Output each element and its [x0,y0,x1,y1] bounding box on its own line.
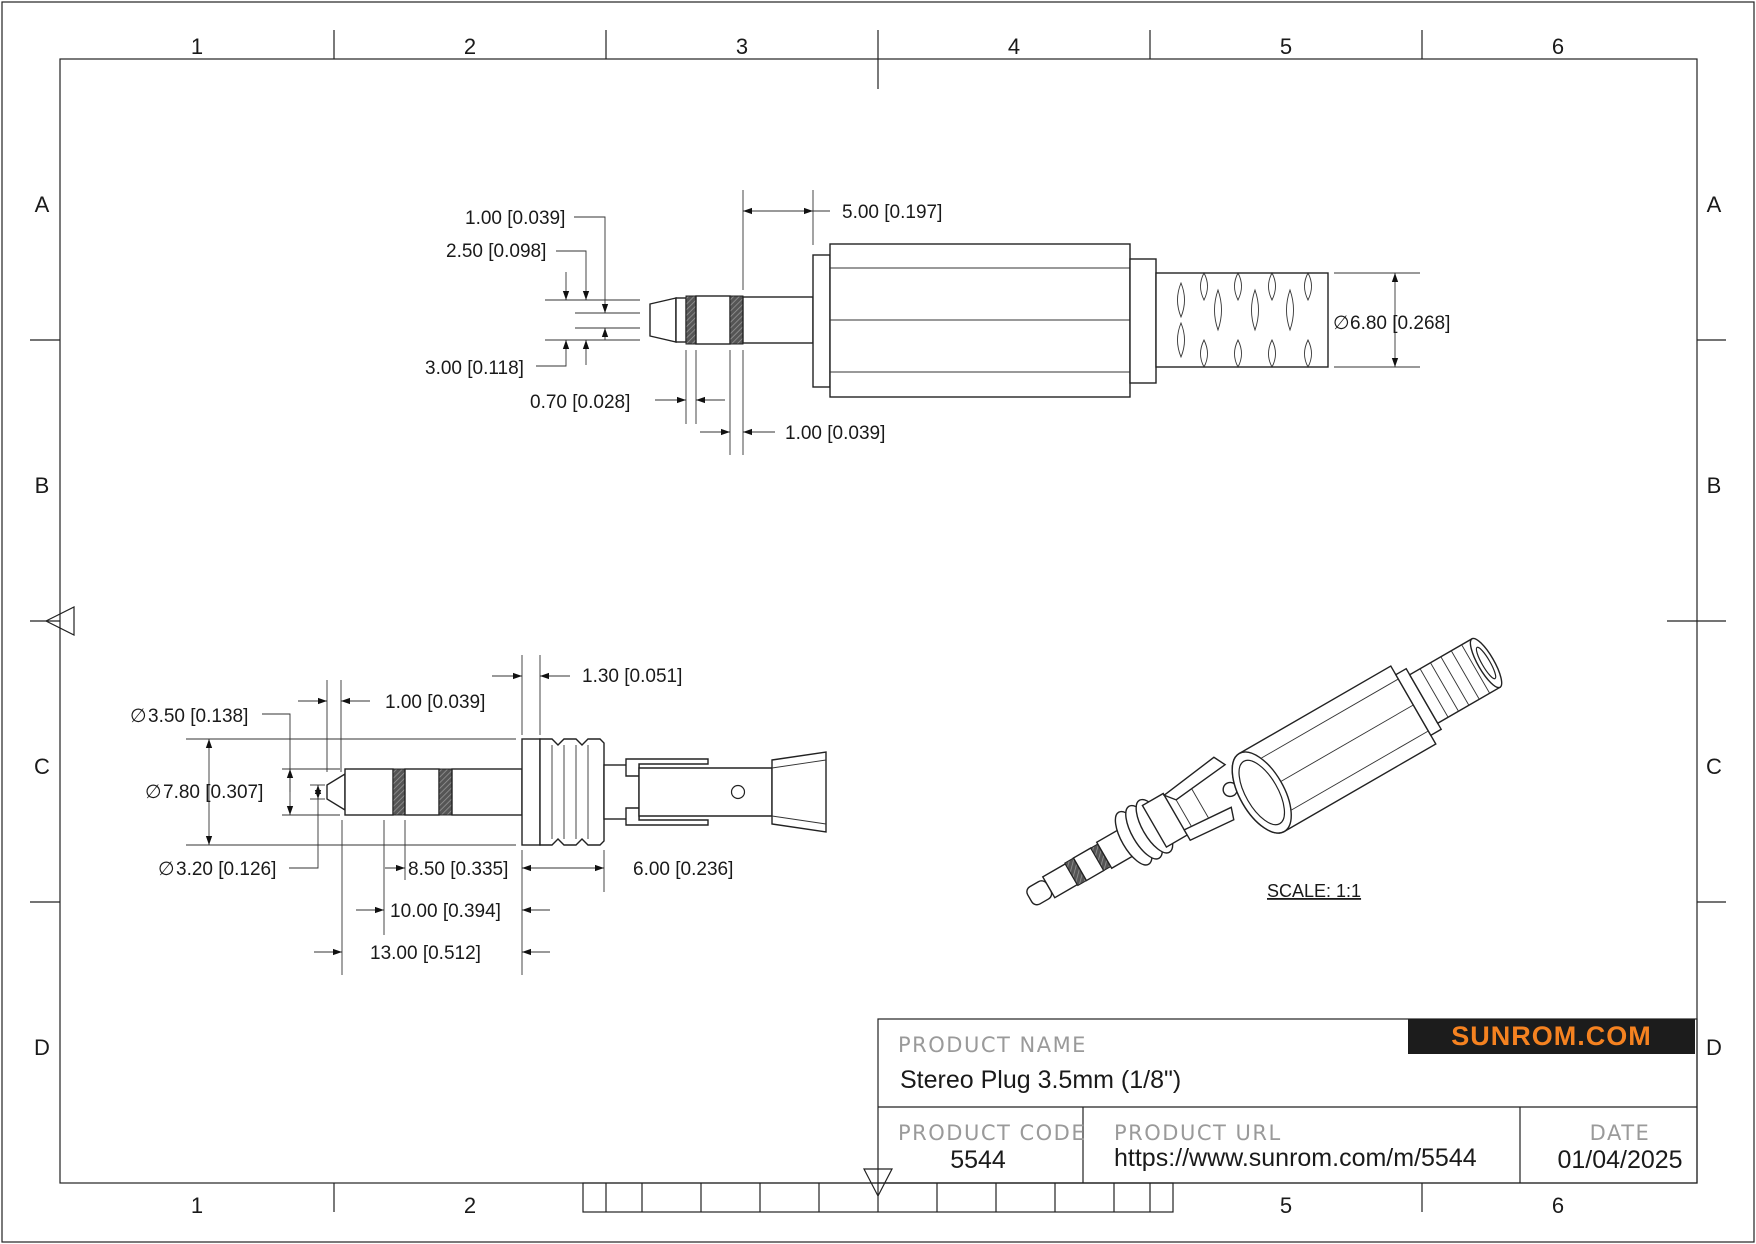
diameter-symbol: ∅ [158,859,175,880]
brand-logo[interactable]: SUNROM.COM [1451,1021,1652,1051]
diameter-symbol: ∅ [145,782,162,803]
brand-logo-box [1408,1019,1695,1054]
zone-row-left: D [34,1035,50,1060]
date-caption: DATE [1590,1121,1651,1145]
diameter-symbol: ∅ [1333,313,1350,334]
side-view-dimensions: 1.00 [0.039] 2.50 [0.098] 3.00 [0.118] 0… [425,190,1450,455]
isometric-view: SCALE: 1:1 [1026,637,1503,906]
dim-ring-width: 1.00 [0.039] [385,692,485,713]
product-name-caption: PRODUCT NAME [898,1033,1087,1057]
zone-col-top: 4 [1008,34,1020,59]
zone-col-top: 6 [1552,34,1564,59]
side-view [649,243,1329,398]
dim-tip-step: 1.00 [0.039] [465,208,565,229]
product-code: 5544 [950,1146,1006,1174]
scale-bar [582,1182,1174,1213]
grip-pattern [1177,272,1312,368]
dim-tip-dia-small: 2.50 [0.098] [446,241,546,262]
zone-col-top: 3 [736,34,748,59]
product-code-caption: PRODUCT CODE [898,1121,1086,1145]
zone-labels: 1 2 3 4 5 6 1 2 5 6 A B C D A B C D [34,34,1722,1218]
zone-row-right: D [1706,1035,1722,1060]
section-view [326,738,827,846]
zone-row-right: C [1706,754,1722,779]
dim-length-a: 8.50 [0.335] [408,859,508,880]
zone-row-right: A [1707,192,1722,217]
zone-row-right: B [1707,473,1722,498]
dim-length-b: 10.00 [0.394] [390,901,501,922]
zone-col-top: 1 [191,34,203,59]
dim-length-c: 13.00 [0.512] [370,943,481,964]
title-block: PRODUCT NAME Stereo Plug 3.5mm (1/8") PR… [877,1018,1698,1184]
dim-grip-diameter: 6.80 [0.268] [1350,313,1450,334]
dim-thread-length: 6.00 [0.236] [633,859,733,880]
zone-row-left: A [35,192,50,217]
dim-flange: 1.30 [0.051] [582,666,682,687]
scale-label: SCALE: 1:1 [1267,881,1361,901]
zone-row-left: B [35,473,50,498]
diameter-symbol: ∅ [130,706,147,727]
dim-tip-dia-large: 3.00 [0.118] [425,358,524,379]
dim-ring1: 0.70 [0.028] [530,392,630,413]
dim-tip-diameter: 3.50 [0.138] [148,706,248,727]
section-view-dimensions: 1.30 [0.051] 1.00 [0.039] ∅ 3.50 [0.138]… [130,655,733,975]
dim-ring2: 1.00 [0.039] [785,423,885,444]
dim-body-diameter: 7.80 [0.307] [163,782,263,803]
dim-sleeve-length: 5.00 [0.197] [842,202,942,223]
zone-col-bottom: 6 [1552,1193,1564,1218]
zone-col-bottom: 1 [191,1193,203,1218]
product-name: Stereo Plug 3.5mm (1/8") [900,1066,1181,1094]
zone-row-left: C [34,754,50,779]
zone-col-top: 5 [1280,34,1292,59]
zone-col-bottom: 5 [1280,1193,1292,1218]
product-url-caption: PRODUCT URL [1114,1121,1282,1145]
date: 01/04/2025 [1557,1146,1682,1174]
dim-neck-diameter: 3.20 [0.126] [176,859,276,880]
product-url: https://www.sunrom.com/m/5544 [1114,1144,1477,1172]
zone-col-bottom: 2 [464,1193,476,1218]
zone-col-top: 2 [464,34,476,59]
